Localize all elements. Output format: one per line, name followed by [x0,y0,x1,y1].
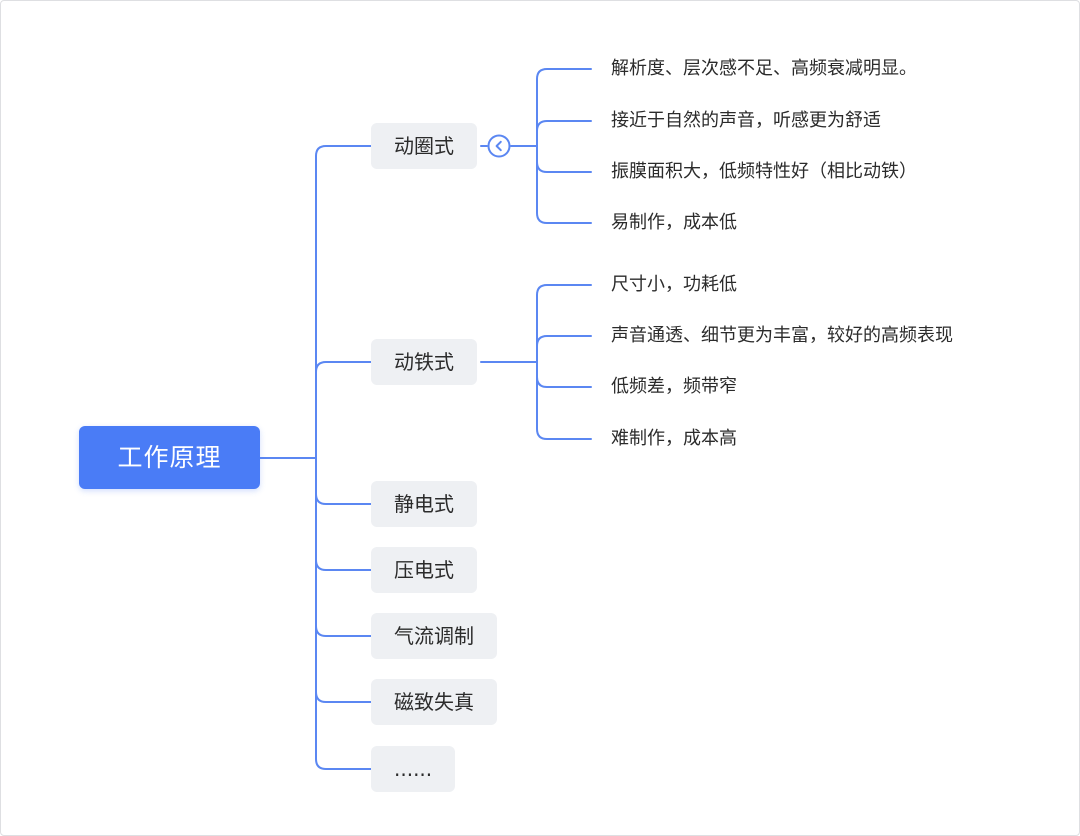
connector-leaf-dongtie-0 [536,284,592,363]
branch-node-more[interactable]: ...... [371,746,456,792]
leaf-dongquan-0[interactable]: 解析度、层次感不足、高频衰减明显。 [611,58,917,79]
branch-node-cizhi[interactable]: 磁致失真 [371,679,497,725]
chevron-left-icon [487,134,511,158]
connector-branch-dongquan [315,145,372,459]
connector-leaf-dongquan-1 [536,120,592,147]
connector-leaf-dongquan-2 [536,145,592,173]
connector-leaf-dongquan-3 [536,145,592,224]
leaf-dongtie-2[interactable]: 低频差，频带窄 [611,376,737,397]
connector-branch-cizhi [315,457,372,703]
leaf-dongtie-1[interactable]: 声音通透、细节更为丰富，较好的高频表现 [611,325,953,346]
connector-branch-dongtie [315,361,372,459]
leaf-dongtie-3[interactable]: 难制作，成本高 [611,428,737,449]
connector-branch-qiliu [315,457,372,637]
branch-node-dongtie[interactable]: 动铁式 [371,339,477,385]
connector-branch-yadian [315,457,372,571]
connector-leaf-dongtie-3 [536,361,592,440]
connector-branch-jingdian [315,457,372,505]
branch-node-dongquan[interactable]: 动圈式 [371,123,477,169]
branch-node-jingdian[interactable]: 静电式 [371,481,477,527]
leaf-dongtie-0[interactable]: 尺寸小，功耗低 [611,274,737,295]
connector-leaf-dongtie-1 [536,335,592,363]
leaf-dongquan-1[interactable]: 接近于自然的声音，听感更为舒适 [611,110,881,131]
branch-node-yadian[interactable]: 压电式 [371,547,477,593]
leaf-dongquan-3[interactable]: 易制作，成本低 [611,212,737,233]
root-node[interactable]: 工作原理 [79,426,260,489]
collapse-button[interactable] [487,134,511,158]
branch-node-qiliu[interactable]: 气流调制 [371,613,497,659]
connector-leaf-dongquan-0 [536,68,592,147]
connector-leaf-dongtie-2 [536,361,592,388]
leaf-dongquan-2[interactable]: 振膜面积大，低频特性好（相比动铁） [611,161,917,182]
connector-branch-more [315,457,372,770]
